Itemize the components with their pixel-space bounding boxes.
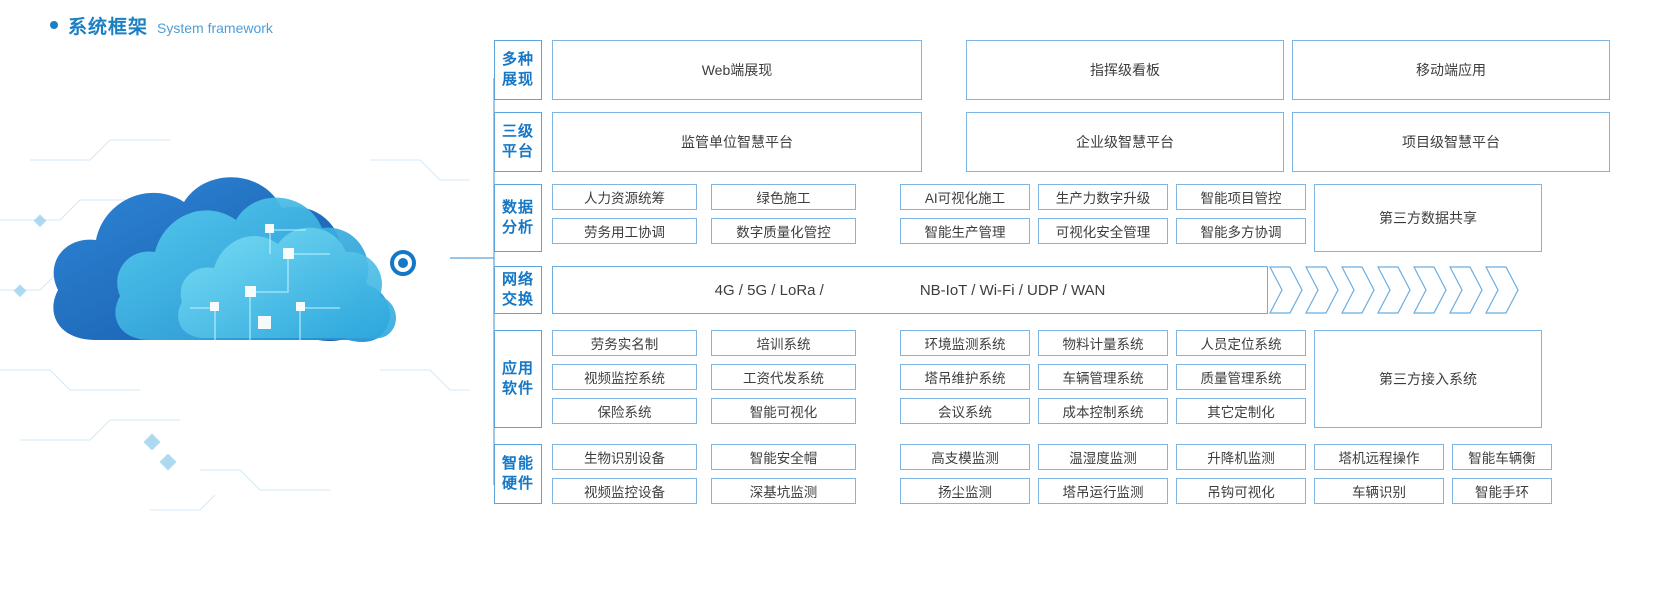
cell-third-party-access-system[interactable]: 第三方接入系统	[1314, 330, 1542, 428]
cell-vehicle-recognition[interactable]: 车辆识别	[1314, 478, 1444, 504]
cell-ai-visual-construction[interactable]: AI可视化施工	[900, 184, 1030, 210]
row-label-line: 软件	[501, 380, 534, 397]
cloud-network-illustration	[0, 40, 470, 540]
bullet-icon	[50, 21, 58, 29]
cell-visual-safety-mgmt[interactable]: 可视化安全管理	[1038, 218, 1168, 244]
group-hw-mid: 高支模监测 温湿度监测 升降机监测 扬尘监测 塔吊运行监测 吊钩可视化	[900, 444, 1306, 504]
cell-dust-monitoring[interactable]: 扬尘监测	[900, 478, 1030, 504]
row-label-line: 应用	[501, 359, 534, 377]
row-label-network-exchange: 网络 交换	[494, 266, 542, 314]
page-title-en: System framework	[157, 20, 273, 36]
row-multi-display: 多种 展现 Web端展现 指挥级看板 移动端应用	[494, 40, 1673, 100]
cell-environment-monitoring[interactable]: 环境监测系统	[900, 330, 1030, 356]
cell-project-platform[interactable]: 项目级智慧平台	[1292, 112, 1610, 172]
group-app-mid: 环境监测系统 物料计量系统 人员定位系统 塔吊维护系统 车辆管理系统 质量管理系…	[900, 330, 1306, 428]
cell-smart-weighbridge[interactable]: 智能车辆衡	[1452, 444, 1552, 470]
group-hw-right: 塔机远程操作 智能车辆衡 车辆识别 智能手环	[1314, 444, 1552, 504]
group-data-left: 人力资源统筹 绿色施工 劳务用工协调 数字质量化管控	[552, 184, 856, 252]
cell-crane-operation-monitoring[interactable]: 塔吊运行监测	[1038, 478, 1168, 504]
cell-third-party-data-sharing[interactable]: 第三方数据共享	[1314, 184, 1542, 252]
network-text-1: 4G / 5G / LoRa /	[714, 281, 824, 299]
row-label-three-tier-platform: 三级 平台	[494, 112, 542, 172]
row-smart-hardware: 智能 硬件 生物识别设备 智能安全帽 视频监控设备 深基坑监测	[494, 444, 1673, 504]
cell-material-metering[interactable]: 物料计量系统	[1038, 330, 1168, 356]
cell-training-system[interactable]: 培训系统	[711, 330, 856, 356]
cell-personnel-positioning[interactable]: 人员定位系统	[1176, 330, 1306, 356]
cell-vehicle-management[interactable]: 车辆管理系统	[1038, 364, 1168, 390]
row-label-application-software: 应用 软件	[494, 330, 542, 428]
row-label-line: 数据	[501, 198, 534, 216]
cell-productivity-upgrade[interactable]: 生产力数字升级	[1038, 184, 1168, 210]
row-label-data-analysis: 数据 分析	[494, 184, 542, 252]
cell-biometric-device[interactable]: 生物识别设备	[552, 444, 697, 470]
chevron-right-icon	[1340, 266, 1376, 314]
group-app-left: 劳务实名制 培训系统 视频监控系统 工资代发系统 保险系统 智能可视化	[552, 330, 856, 428]
row-application-software: 应用 软件 劳务实名制 培训系统 视频监控系统 工资代发系统 保险系统 智能可视…	[494, 330, 1673, 428]
row-data-analysis: 数据 分析 人力资源统筹 绿色施工 劳务用工协调 数字质量化管控	[494, 184, 1673, 252]
row-label-line: 平台	[501, 143, 534, 160]
cell-mobile-app[interactable]: 移动端应用	[1292, 40, 1610, 100]
network-bar[interactable]: 4G / 5G / LoRa / NB-IoT / Wi-Fi / UDP / …	[552, 266, 1268, 314]
cell-video-surveillance-system[interactable]: 视频监控系统	[552, 364, 697, 390]
chevron-right-icon	[1268, 266, 1304, 314]
cell-smart-visualization[interactable]: 智能可视化	[711, 398, 856, 424]
cell-smart-project-control[interactable]: 智能项目管控	[1176, 184, 1306, 210]
network-text-2: NB-IoT / Wi-Fi / UDP / WAN	[919, 281, 1106, 299]
cell-hook-visualization[interactable]: 吊钩可视化	[1176, 478, 1306, 504]
diagram-rows: 多种 展现 Web端展现 指挥级看板 移动端应用 三级 平台	[494, 40, 1673, 513]
page-title: 系统框架 System framework	[50, 12, 273, 39]
row-three-tier-platform: 三级 平台 监管单位智慧平台 企业级智慧平台 项目级智慧平台	[494, 112, 1673, 172]
row-label-line: 智能	[501, 454, 534, 472]
cell-payroll-system[interactable]: 工资代发系统	[711, 364, 856, 390]
cell-web-display[interactable]: Web端展现	[552, 40, 922, 100]
group-data-mid: AI可视化施工 生产力数字升级 智能项目管控 智能生产管理 可视化安全管理 智能…	[900, 184, 1306, 252]
cell-video-monitor-device[interactable]: 视频监控设备	[552, 478, 697, 504]
page-title-cn: 系统框架	[68, 17, 149, 38]
cell-smart-helmet[interactable]: 智能安全帽	[711, 444, 856, 470]
row-label-multi-display: 多种 展现	[494, 40, 542, 100]
cell-green-construction[interactable]: 绿色施工	[711, 184, 856, 210]
cell-labor-coordination[interactable]: 劳务用工协调	[552, 218, 697, 244]
cell-high-formwork-monitoring[interactable]: 高支模监测	[900, 444, 1030, 470]
cell-enterprise-platform[interactable]: 企业级智慧平台	[966, 112, 1284, 172]
chevron-right-icon	[1412, 266, 1448, 314]
row-label-line: 网络	[501, 270, 534, 288]
cell-tower-remote-operation[interactable]: 塔机远程操作	[1314, 444, 1444, 470]
cell-meeting-system[interactable]: 会议系统	[900, 398, 1030, 424]
chevron-right-icon	[1448, 266, 1484, 314]
flow-chevrons	[1268, 266, 1520, 314]
cell-smart-production-mgmt[interactable]: 智能生产管理	[900, 218, 1030, 244]
group-hw-left: 生物识别设备 智能安全帽 视频监控设备 深基坑监测	[552, 444, 856, 504]
chevron-right-icon	[1484, 266, 1520, 314]
chevron-right-icon	[1376, 266, 1412, 314]
cell-hr-planning[interactable]: 人力资源统筹	[552, 184, 697, 210]
row-label-line: 展现	[501, 71, 534, 88]
cell-digital-quality[interactable]: 数字质量化管控	[711, 218, 856, 244]
row-label-line: 三级	[501, 122, 534, 140]
row-label-line: 硬件	[501, 475, 534, 492]
row-label-line: 分析	[501, 219, 534, 236]
cell-crane-maintenance[interactable]: 塔吊维护系统	[900, 364, 1030, 390]
cell-deep-pit-monitoring[interactable]: 深基坑监测	[711, 478, 856, 504]
row-label-line: 交换	[501, 291, 534, 308]
cell-smart-wristband[interactable]: 智能手环	[1452, 478, 1552, 504]
cell-regulator-platform[interactable]: 监管单位智慧平台	[552, 112, 922, 172]
row-network-exchange: 网络 交换 4G / 5G / LoRa / NB-IoT / Wi-Fi / …	[494, 266, 1673, 314]
cell-smart-multiparty[interactable]: 智能多方协调	[1176, 218, 1306, 244]
system-framework-diagram: 多种 展现 Web端展现 指挥级看板 移动端应用 三级 平台	[450, 40, 1673, 540]
cell-cost-control[interactable]: 成本控制系统	[1038, 398, 1168, 424]
cell-labor-realname[interactable]: 劳务实名制	[552, 330, 697, 356]
cell-insurance-system[interactable]: 保险系统	[552, 398, 697, 424]
cell-hoist-monitoring[interactable]: 升降机监测	[1176, 444, 1306, 470]
cell-other-customization[interactable]: 其它定制化	[1176, 398, 1306, 424]
cell-temp-humidity-monitoring[interactable]: 温湿度监测	[1038, 444, 1168, 470]
cell-quality-management[interactable]: 质量管理系统	[1176, 364, 1306, 390]
row-label-smart-hardware: 智能 硬件	[494, 444, 542, 504]
hub-node-icon	[390, 250, 416, 276]
row-label-line: 多种	[501, 50, 534, 68]
cell-command-dashboard[interactable]: 指挥级看板	[966, 40, 1284, 100]
circuit-background-icon	[0, 139, 470, 511]
chevron-right-icon	[1304, 266, 1340, 314]
